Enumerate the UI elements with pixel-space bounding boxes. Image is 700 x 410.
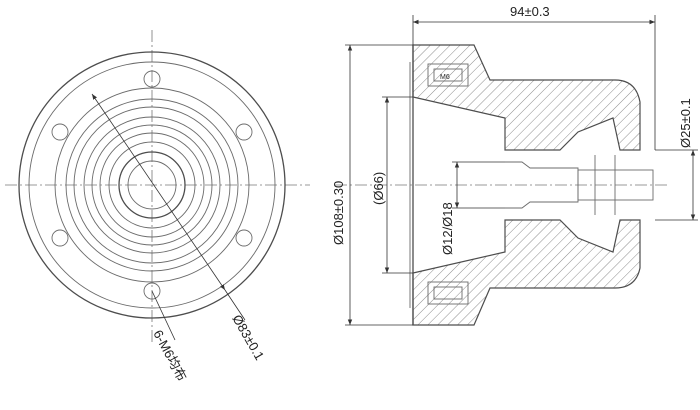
holes-leader xyxy=(151,290,176,341)
lower-screw xyxy=(433,286,463,300)
bolt-circle-leader xyxy=(224,289,246,321)
lower-screw-pocket xyxy=(427,281,469,305)
bore-label: (Ø66) xyxy=(371,172,386,205)
section-view: M6 94±0.3 Ø108±0.30 (Ø66) Ø12/Ø18 Ø25±0.… xyxy=(331,4,698,326)
length-label: 94±0.3 xyxy=(510,4,550,19)
bolt-hole-top-left xyxy=(143,70,161,88)
bolt-circle-dimension-line xyxy=(91,93,226,291)
bolt-hole-lower-left xyxy=(51,229,69,247)
outer-flange-circle xyxy=(18,51,286,319)
holes-label: 6-M6均布 xyxy=(150,327,189,383)
bolt-circle-label: Ø83±0.1 xyxy=(229,312,267,363)
front-view: Ø83±0.1 6-M6均布 xyxy=(5,30,310,384)
upper-section-body xyxy=(412,44,641,151)
bolt-hole-upper-left xyxy=(51,123,69,141)
collet-nose xyxy=(577,169,654,201)
bolt-hole-upper-right xyxy=(235,123,253,141)
nose-label: Ø25±0.1 xyxy=(678,98,693,148)
upper-screw xyxy=(433,68,463,82)
upper-screw-label: M6 xyxy=(440,74,450,81)
lower-section-body xyxy=(412,219,641,326)
collet-label: Ø12/Ø18 xyxy=(440,202,455,255)
od-label: Ø108±0.30 xyxy=(331,181,346,245)
flange-step-circle xyxy=(28,61,276,309)
bolt-hole-lower-right xyxy=(235,229,253,247)
upper-screw-pocket xyxy=(427,63,469,87)
